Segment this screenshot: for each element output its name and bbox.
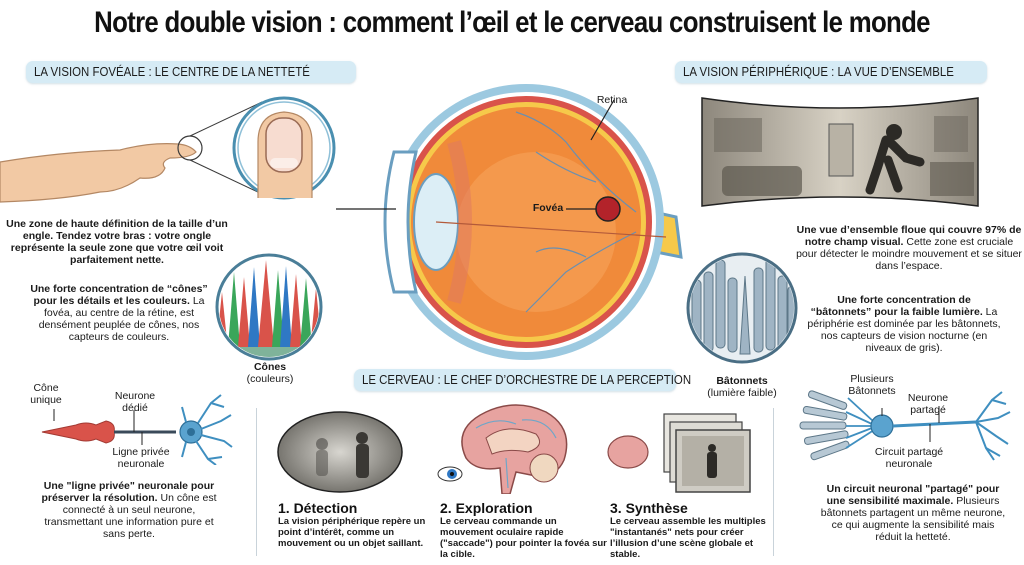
eye-cross-section-illustration — [336, 84, 683, 360]
fovea-label: Fovéa — [532, 202, 564, 214]
brain-banner-text: LE CERVEAU : LE CHEF D’ORCHESTRE DE LA P… — [362, 372, 692, 387]
retina-label: Retina — [596, 94, 628, 106]
shared-circuit-description: Un circuit neuronal "partagé" pour une s… — [818, 483, 1008, 543]
foveal-description-text: Une zone de haute définition de la taill… — [6, 218, 228, 266]
peripheral-description-rest: Cette zone est cruciale pour détecter le… — [796, 236, 1022, 272]
step-detection: 1. Détection La vision périphérique repè… — [278, 500, 438, 549]
divider-left — [256, 408, 257, 556]
step-exploration-title: 2. Exploration — [440, 500, 533, 516]
rods-description-rest: La périphérie est dominée par les bâtonn… — [807, 306, 1001, 354]
private-line-description-bold: Une "ligne privée" neuronale pour préser… — [41, 480, 215, 504]
blurred-room-illustration — [701, 97, 979, 207]
step-synthesis: 3. Synthèse Le cerveau assemble les mult… — [610, 500, 776, 560]
step-detection-text: La vision périphérique repère un point d… — [278, 516, 426, 549]
cones-description-rest: La fovéa, au centre de la rétine, est de… — [38, 295, 205, 343]
cones-sublabel: (couleurs) — [246, 373, 294, 385]
step-exploration-text: Le cerveau commande un mouvement oculair… — [440, 516, 607, 560]
dedicated-neuron-label: Neurone dédié — [114, 390, 156, 414]
peripheral-description: Une vue d’ensemble floue qui couvre 97% … — [796, 224, 1022, 272]
pointing-hand-illustration — [0, 96, 336, 203]
divider-right — [773, 408, 774, 556]
rods-illustration — [686, 252, 798, 364]
private-line-label: Ligne privée neuronale — [112, 446, 170, 470]
step-exploration: 2. Exploration Le cerveau commande un mo… — [440, 500, 610, 560]
shared-circuit-description-rest: Plusieurs bâtonnets partagent un même ne… — [820, 495, 1006, 543]
cones-label: Cônes — [253, 361, 287, 373]
peripheral-banner-text: LA VISION PÉRIPHÉRIQUE : LA VUE D’ENSEMB… — [683, 64, 954, 79]
cones-description-bold: Une forte concentration de “cônes” pour … — [30, 283, 208, 307]
shared-neuron-label: Neurone partagé — [907, 392, 949, 416]
rods-neuron-diagram — [799, 390, 1011, 461]
step-synthesis-title: 3. Synthèse — [610, 500, 688, 516]
page-title: Notre double vision : comment l’œil et l… — [94, 6, 930, 39]
foveal-description: Une zone de haute définition de la taill… — [6, 218, 228, 266]
step-synthesis-text: Le cerveau assemble les multiples "insta… — [610, 516, 766, 560]
rods-sublabel: (lumière faible) — [707, 387, 777, 399]
step-detection-title: 1. Détection — [278, 500, 358, 516]
synthesis-illustration — [607, 413, 751, 493]
peripheral-banner: LA VISION PÉRIPHÉRIQUE : LA VUE D’ENSEMB… — [675, 61, 987, 83]
rods-label: Bâtonnets — [716, 375, 768, 387]
detection-illustration — [277, 411, 403, 493]
shared-circuit-description-bold: Un circuit neuronal "partagé" pour une s… — [826, 483, 1000, 507]
multiple-rods-label: Plusieurs Bâtonnets — [848, 373, 896, 397]
cones-description: Une forte concentration de “cônes” pour … — [26, 283, 212, 343]
single-cone-label: Cône unique — [30, 382, 62, 406]
peripheral-description-bold: Une vue d’ensemble floue qui couvre 97% … — [796, 224, 1022, 248]
private-line-description: Une "ligne privée" neuronale pour préser… — [34, 480, 224, 540]
rods-description: Une forte concentration de “bâtonnets” p… — [806, 294, 1002, 354]
cones-illustration — [215, 253, 323, 361]
shared-circuit-label: Circuit partagé neuronale — [874, 446, 944, 470]
brain-banner: LE CERVEAU : LE CHEF D’ORCHESTRE DE LA P… — [354, 369, 691, 391]
foveal-banner-text: LA VISION FOVÉALE : LE CENTRE DE LA NETT… — [34, 64, 310, 79]
cone-neuron-diagram — [41, 394, 233, 465]
brain-exploration-illustration — [437, 404, 568, 494]
foveal-banner: LA VISION FOVÉALE : LE CENTRE DE LA NETT… — [26, 61, 356, 83]
rods-description-bold: Une forte concentration de “bâtonnets” p… — [810, 294, 983, 318]
private-line-description-rest: Un cône est connecté à un seul neurone, … — [44, 492, 217, 540]
